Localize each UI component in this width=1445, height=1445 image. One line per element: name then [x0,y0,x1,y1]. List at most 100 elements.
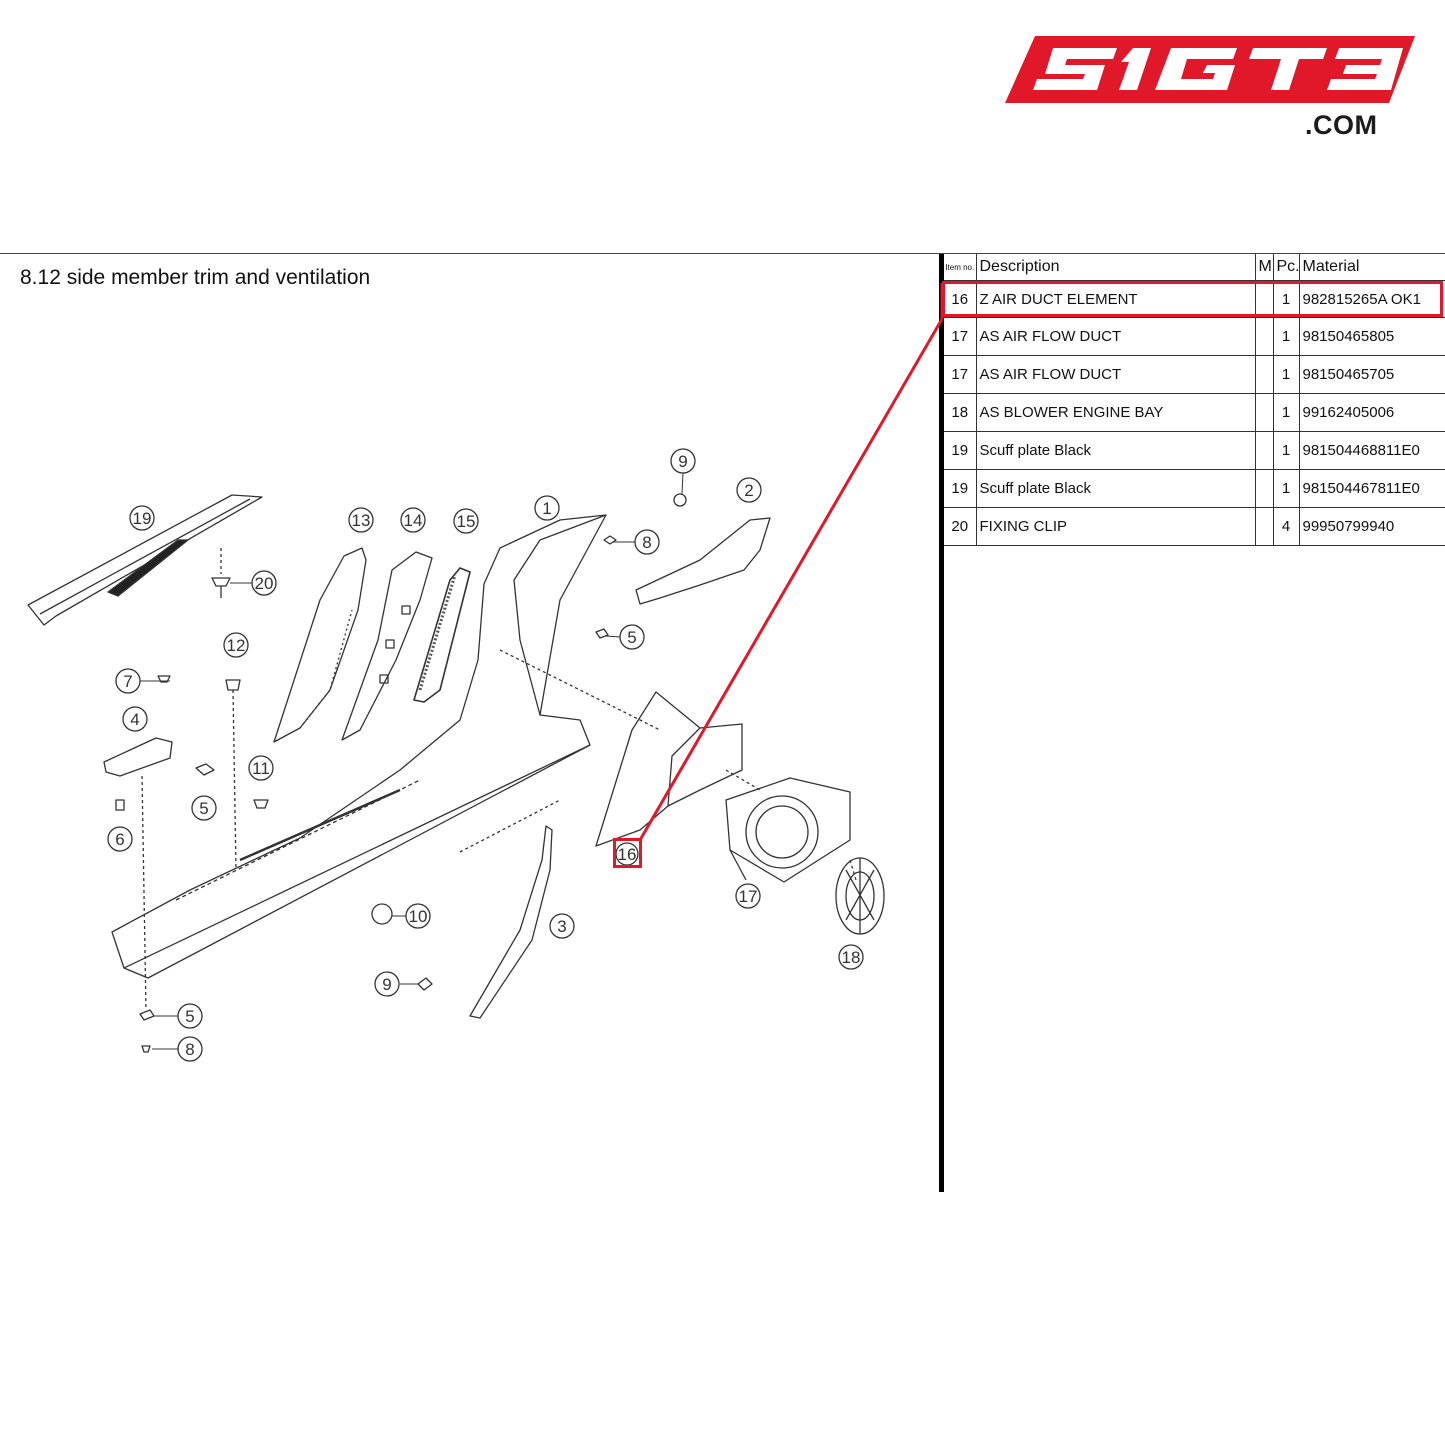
table-row[interactable]: 17 AS AIR FLOW DUCT 1 98150465705 [944,355,1445,394]
cell-material: 982815265A OK1 [1299,280,1445,318]
cell-m [1255,507,1274,546]
parts-table: Item no. Description M Pc. Material 16 Z… [944,254,1445,546]
callout-5-mid: 5 [619,624,645,650]
svg-text:18: 18 [842,948,861,967]
part-8-screw [603,535,617,545]
callout-12: 12 [223,632,249,658]
cell-pc: 1 [1273,469,1300,508]
table-row[interactable]: 19 Scuff plate Black 1 981504467811E0 [944,469,1445,508]
callout-7: 7 [115,668,141,694]
part-5-nut [195,763,215,776]
svg-text:17: 17 [739,887,758,906]
part-10-grommet [371,903,393,925]
cell-item: 19 [944,469,977,508]
cell-m [1255,280,1274,318]
cell-item: 18 [944,393,977,432]
section-title: 8.12 side member trim and ventilation [20,266,371,289]
part-18-blower [835,857,885,935]
svg-text:5: 5 [199,799,208,818]
col-header-material: Material [1299,254,1445,281]
part-3-strip [459,799,561,1019]
header-divider [0,253,1445,254]
guide-line [499,649,661,731]
svg-text:16: 16 [618,845,637,864]
cell-description: Z AIR DUCT ELEMENT [976,280,1256,318]
cell-material: 99162405006 [1299,393,1445,432]
cell-pc: 1 [1273,431,1300,470]
table-row[interactable]: 17 AS AIR FLOW DUCT 1 98150465805 [944,317,1445,356]
cell-description: FIXING CLIP [976,507,1256,546]
callout-8-bottom: 8 [177,1036,203,1062]
table-header-row: Item no. Description M Pc. Material [944,254,1445,281]
svg-text:8: 8 [185,1040,194,1059]
part-11-clip [253,799,269,809]
part-16-air-duct [595,691,743,847]
cell-pc: 1 [1273,280,1300,318]
part-7-screw [157,675,171,683]
svg-text:3: 3 [557,917,566,936]
part-1-side-member [111,514,607,979]
cell-m [1255,469,1274,508]
part-6-pin [115,799,125,811]
cell-item: 17 [944,317,977,356]
callout-16-highlight[interactable] [613,838,642,868]
cell-material: 98150465705 [1299,355,1445,394]
part-19-scuff-plate [27,494,263,626]
cell-item: 17 [944,355,977,394]
sigt3-logo[interactable]: .COM [1005,32,1415,142]
svg-text:5: 5 [185,1007,194,1026]
cell-description: AS AIR FLOW DUCT [976,317,1256,356]
svg-text:4: 4 [130,710,139,729]
cell-material: 98150465805 [1299,317,1445,356]
svg-text:1: 1 [542,499,551,518]
svg-text:13: 13 [352,511,371,530]
callout-14: 14 [400,507,426,533]
svg-text:10: 10 [409,907,428,926]
cell-description: Scuff plate Black [976,469,1256,508]
part-9-clip [417,977,433,991]
part-13-panel [273,547,367,743]
col-header-m: M [1255,254,1274,281]
callout-5-bottom: 5 [177,1003,203,1029]
cell-item: 16 [944,280,977,318]
svg-text:9: 9 [382,975,391,994]
svg-text:9: 9 [678,452,687,471]
svg-text:14: 14 [404,511,423,530]
part-17-air-flow-duct [725,777,851,883]
cell-material: 981504467811E0 [1299,469,1445,508]
part-14-panel [341,551,433,741]
logo-letterforms [1033,48,1403,90]
table-row[interactable]: 20 FIXING CLIP 4 99950799940 [944,507,1445,546]
parts-diagram: 1 2 9 8 5 19 20 13 14 15 12 7 4 11 5 6 1… [27,448,885,1062]
svg-text:2: 2 [744,481,753,500]
logo-mark [1005,36,1415,103]
callout-18: 18 [838,944,864,970]
callout-4: 4 [122,706,148,732]
svg-text:12: 12 [227,636,246,655]
col-header-item-no: Item no. [944,254,977,281]
part-8-screw-lower [141,1045,151,1053]
cell-pc: 1 [1273,355,1300,394]
cell-material: 981504468811E0 [1299,431,1445,470]
logo-domain: .COM [1305,110,1378,140]
cell-material: 99950799940 [1299,507,1445,546]
svg-text:15: 15 [457,512,476,531]
cell-pc: 1 [1273,393,1300,432]
part-20-clip [211,548,231,598]
svg-text:19: 19 [133,509,152,528]
callout-3: 3 [549,913,575,939]
callout-16: 16 [615,842,639,866]
svg-text:6: 6 [115,830,124,849]
callout-1: 1 [534,495,560,521]
callout-8-top: 8 [634,529,660,555]
cell-description: AS AIR FLOW DUCT [976,355,1256,394]
table-row[interactable]: 18 AS BLOWER ENGINE BAY 1 99162405006 [944,393,1445,432]
table-row[interactable]: 19 Scuff plate Black 1 981504468811E0 [944,431,1445,470]
part-12-clip [225,679,241,691]
cell-pc: 1 [1273,317,1300,356]
callout-10: 10 [405,903,431,929]
cell-description: AS BLOWER ENGINE BAY [976,393,1256,432]
cell-item: 19 [944,431,977,470]
table-row[interactable]: 16 Z AIR DUCT ELEMENT 1 982815265A OK1 [944,280,1445,318]
part-5-clip [595,628,609,639]
